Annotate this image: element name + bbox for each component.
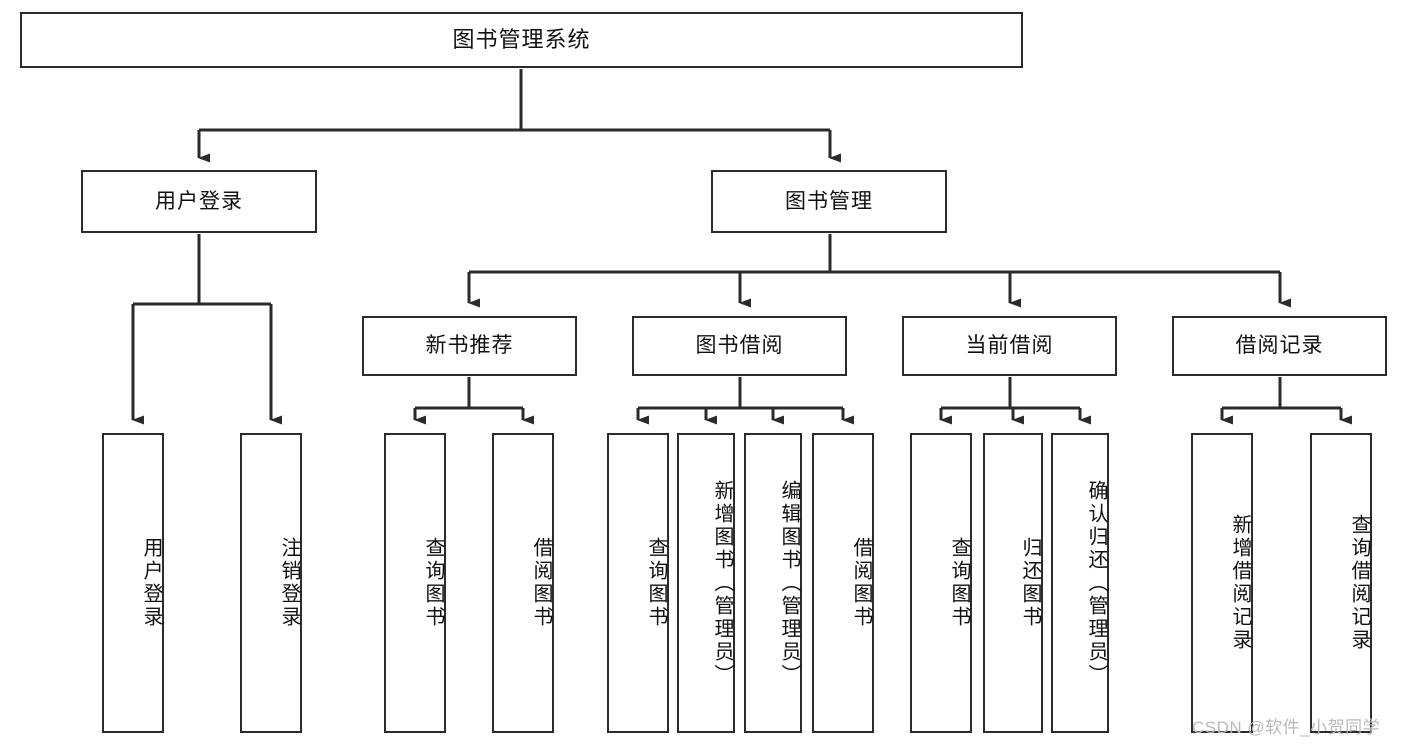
node-leaf-user-login[interactable]: 用户登录 <box>102 433 164 733</box>
node-leaf-query-borrow-record[interactable]: 查询借阅记录 <box>1310 433 1372 733</box>
node-borrow-record[interactable]: 借阅记录 <box>1172 316 1387 376</box>
node-user-login-label: 用户登录 <box>155 189 243 213</box>
node-leaf-borrow-book-new[interactable]: 借阅图书 <box>492 433 554 733</box>
node-leaf-query-book-current-label: 查询图书 <box>948 537 970 629</box>
node-leaf-add-borrow-record[interactable]: 新增借阅记录 <box>1191 433 1253 733</box>
node-leaf-confirm-return-admin-label: 确认归还（管理员） <box>1085 479 1107 687</box>
node-leaf-return-book[interactable]: 归还图书 <box>983 433 1043 733</box>
node-leaf-confirm-return-admin[interactable]: 确认归还（管理员） <box>1051 433 1109 733</box>
node-borrow-record-label: 借阅记录 <box>1235 334 1324 358</box>
node-leaf-add-book-admin-label: 新增图书（管理员） <box>711 479 733 687</box>
node-leaf-borrow-book-label: 借阅图书 <box>850 537 872 629</box>
node-user-login[interactable]: 用户登录 <box>81 170 317 233</box>
node-leaf-user-logout[interactable]: 注销登录 <box>240 433 302 733</box>
node-root[interactable]: 图书管理系统 <box>20 12 1023 68</box>
node-book-management-label: 图书管理 <box>785 189 873 213</box>
watermark: CSDN @软件_小贺同学 <box>1192 718 1381 737</box>
node-leaf-user-login-label: 用户登录 <box>140 537 162 629</box>
node-leaf-query-book-borrow[interactable]: 查询图书 <box>607 433 669 733</box>
node-new-book-recommend-label: 新书推荐 <box>425 334 514 358</box>
node-leaf-query-book-new[interactable]: 查询图书 <box>384 433 446 733</box>
node-current-borrow-label: 当前借阅 <box>965 334 1054 358</box>
node-book-borrow[interactable]: 图书借阅 <box>632 316 847 376</box>
node-leaf-return-book-label: 归还图书 <box>1019 537 1041 629</box>
node-leaf-query-borrow-record-label: 查询借阅记录 <box>1348 514 1370 652</box>
node-leaf-edit-book-admin[interactable]: 编辑图书（管理员） <box>744 433 802 733</box>
node-current-borrow[interactable]: 当前借阅 <box>902 316 1117 376</box>
node-leaf-add-book-admin[interactable]: 新增图书（管理员） <box>677 433 735 733</box>
node-leaf-borrow-book[interactable]: 借阅图书 <box>812 433 874 733</box>
node-leaf-query-book-current[interactable]: 查询图书 <box>910 433 972 733</box>
node-leaf-add-borrow-record-label: 新增借阅记录 <box>1229 514 1251 652</box>
node-new-book-recommend[interactable]: 新书推荐 <box>362 316 577 376</box>
node-leaf-query-book-borrow-label: 查询图书 <box>645 537 667 629</box>
node-leaf-borrow-book-new-label: 借阅图书 <box>530 537 552 629</box>
node-leaf-query-book-new-label: 查询图书 <box>422 537 444 629</box>
node-book-borrow-label: 图书借阅 <box>695 334 784 358</box>
node-root-label: 图书管理系统 <box>452 26 591 52</box>
node-book-management[interactable]: 图书管理 <box>711 170 947 233</box>
node-leaf-edit-book-admin-label: 编辑图书（管理员） <box>778 479 800 687</box>
node-leaf-user-logout-label: 注销登录 <box>278 537 300 629</box>
